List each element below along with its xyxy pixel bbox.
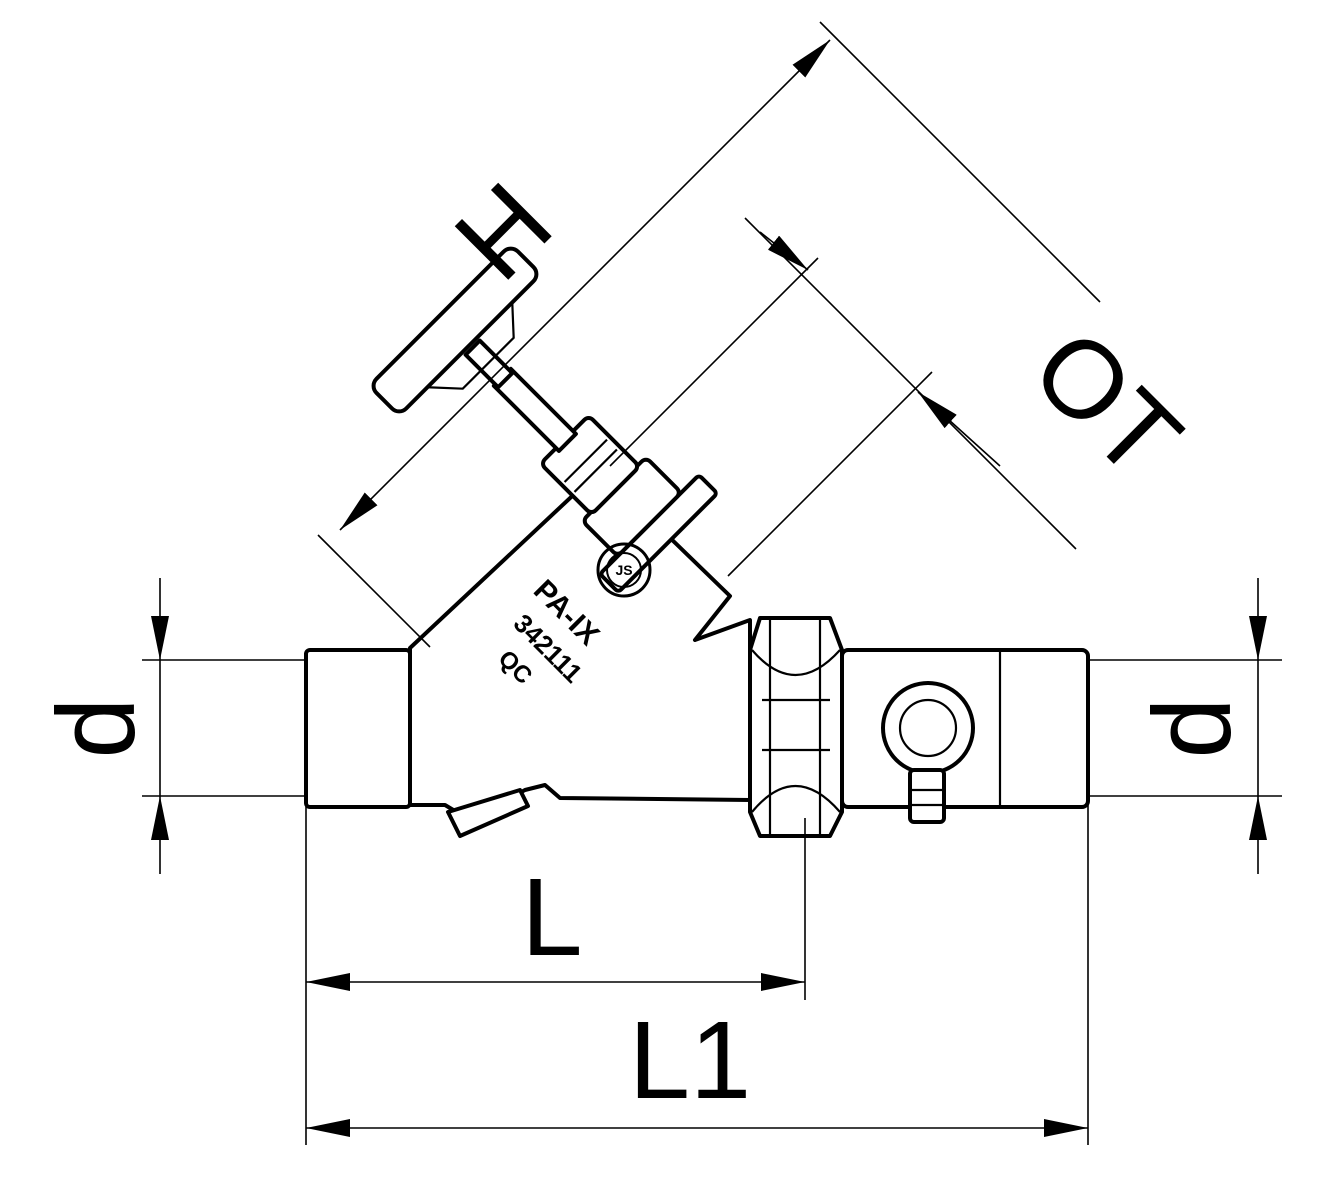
- dimension-d-left: d: [35, 578, 306, 874]
- label-L: L: [521, 856, 582, 979]
- dimension-d-right: d: [1088, 578, 1282, 874]
- label-L1: L1: [629, 999, 751, 1122]
- left-pipe-end: [304, 648, 412, 809]
- dimension-L: L: [305, 800, 806, 1145]
- test-nipple: [908, 768, 946, 824]
- drain-detail: [446, 788, 530, 838]
- main-body: [408, 468, 752, 822]
- manufacturer-logo: [596, 542, 652, 598]
- label-d-right: d: [1131, 697, 1254, 758]
- label-H: H: [432, 160, 575, 303]
- valve-body: [304, 246, 1090, 838]
- test-port: [881, 681, 975, 775]
- dimension-L1: L1: [306, 800, 1089, 1145]
- logo-text: JS: [615, 562, 632, 578]
- label-OT: OT: [1009, 306, 1204, 501]
- label-d-left: d: [35, 697, 158, 758]
- dimension-OT: OT: [609, 217, 1204, 577]
- union-nut: [748, 616, 844, 838]
